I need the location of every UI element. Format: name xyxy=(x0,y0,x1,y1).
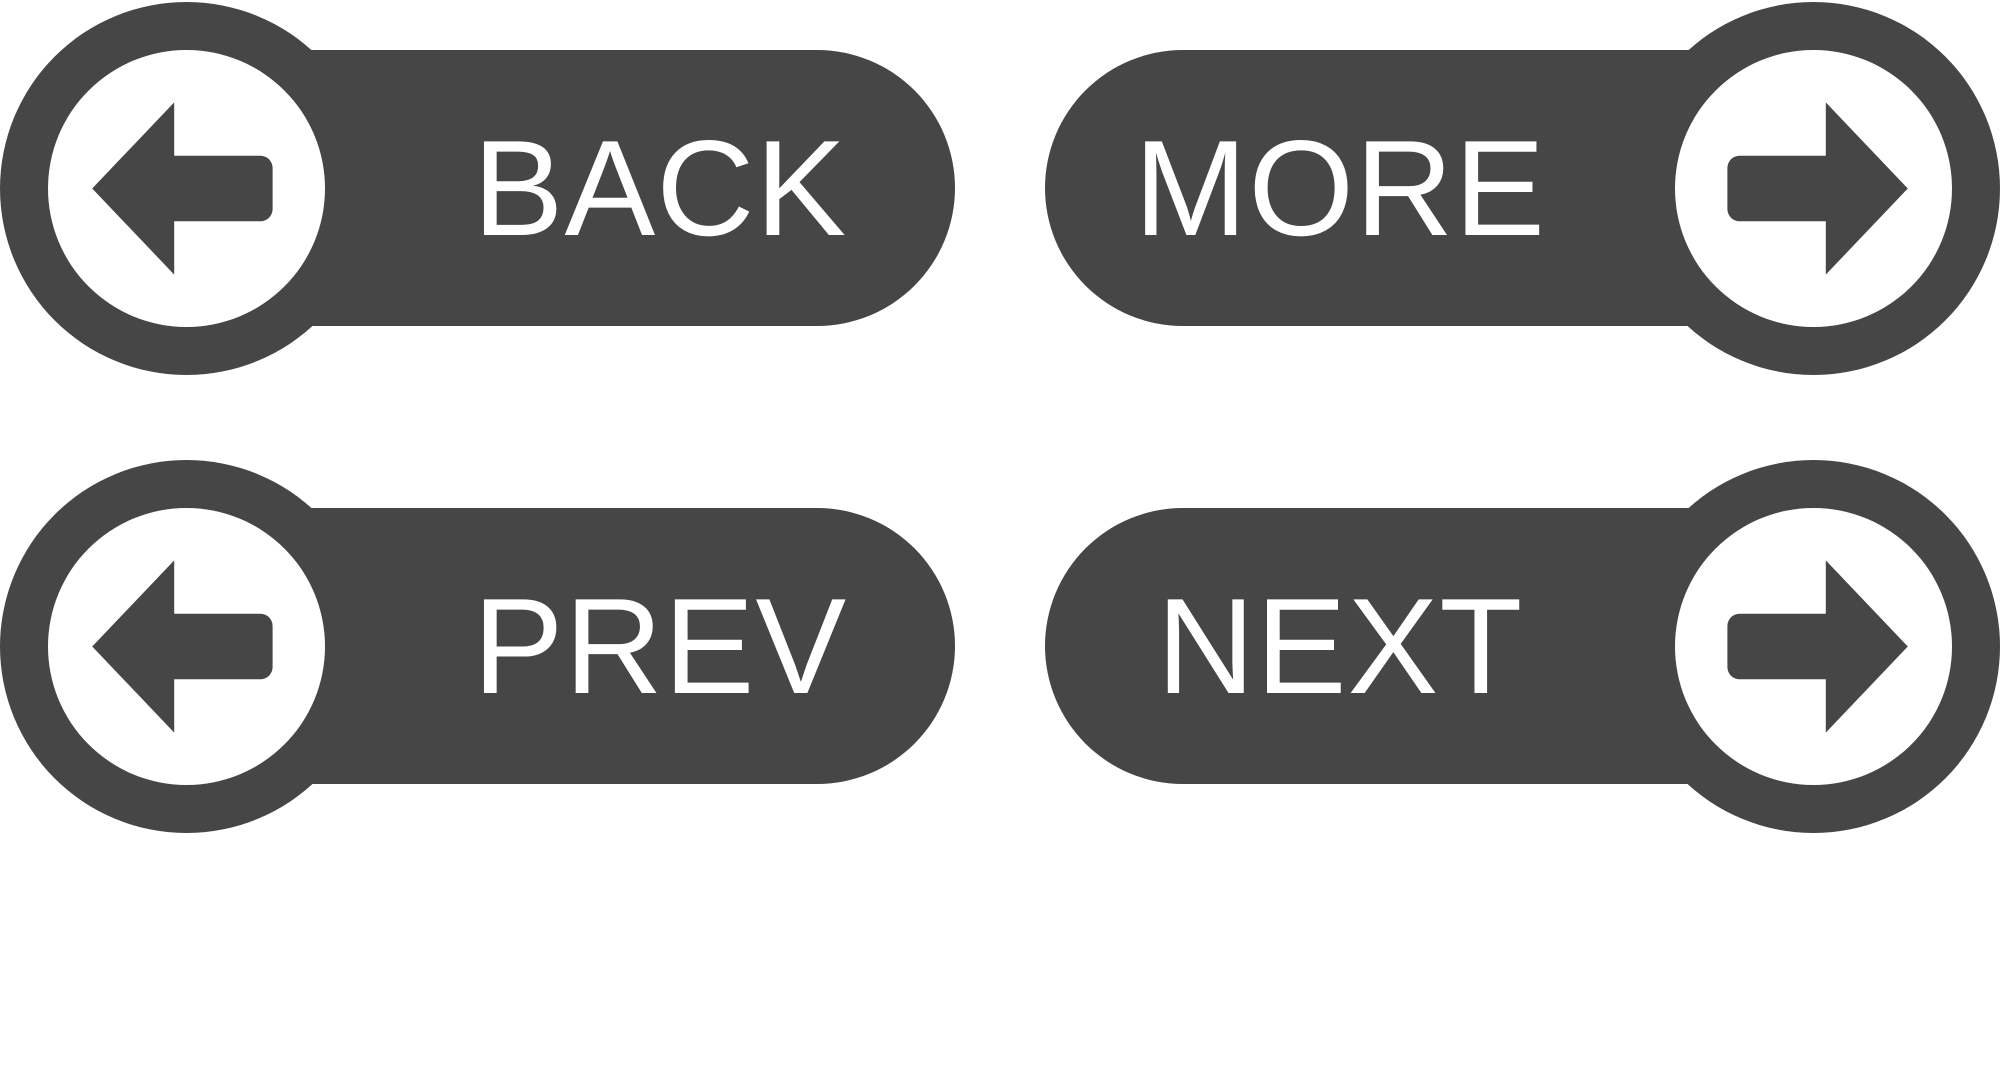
back-button-circle[interactable] xyxy=(0,2,373,375)
back-button-label: BACK xyxy=(472,112,848,264)
next-button[interactable]: NEXT xyxy=(1000,458,2000,858)
prev-button-label: PREV xyxy=(472,570,848,722)
arrow-right-icon xyxy=(1675,50,1952,327)
arrow-left-icon xyxy=(48,508,325,785)
more-button-circle[interactable] xyxy=(1627,2,2000,375)
arrow-right-icon xyxy=(1675,508,1952,785)
more-button[interactable]: MORE xyxy=(1000,0,2000,400)
more-button-label: MORE xyxy=(1134,112,1546,264)
prev-button-circle[interactable] xyxy=(0,460,373,833)
next-button-circle[interactable] xyxy=(1627,460,2000,833)
back-button[interactable]: BACK xyxy=(0,0,1000,400)
prev-button[interactable]: PREV xyxy=(0,458,1000,858)
arrow-left-icon xyxy=(48,50,325,327)
next-button-label: NEXT xyxy=(1156,570,1524,722)
